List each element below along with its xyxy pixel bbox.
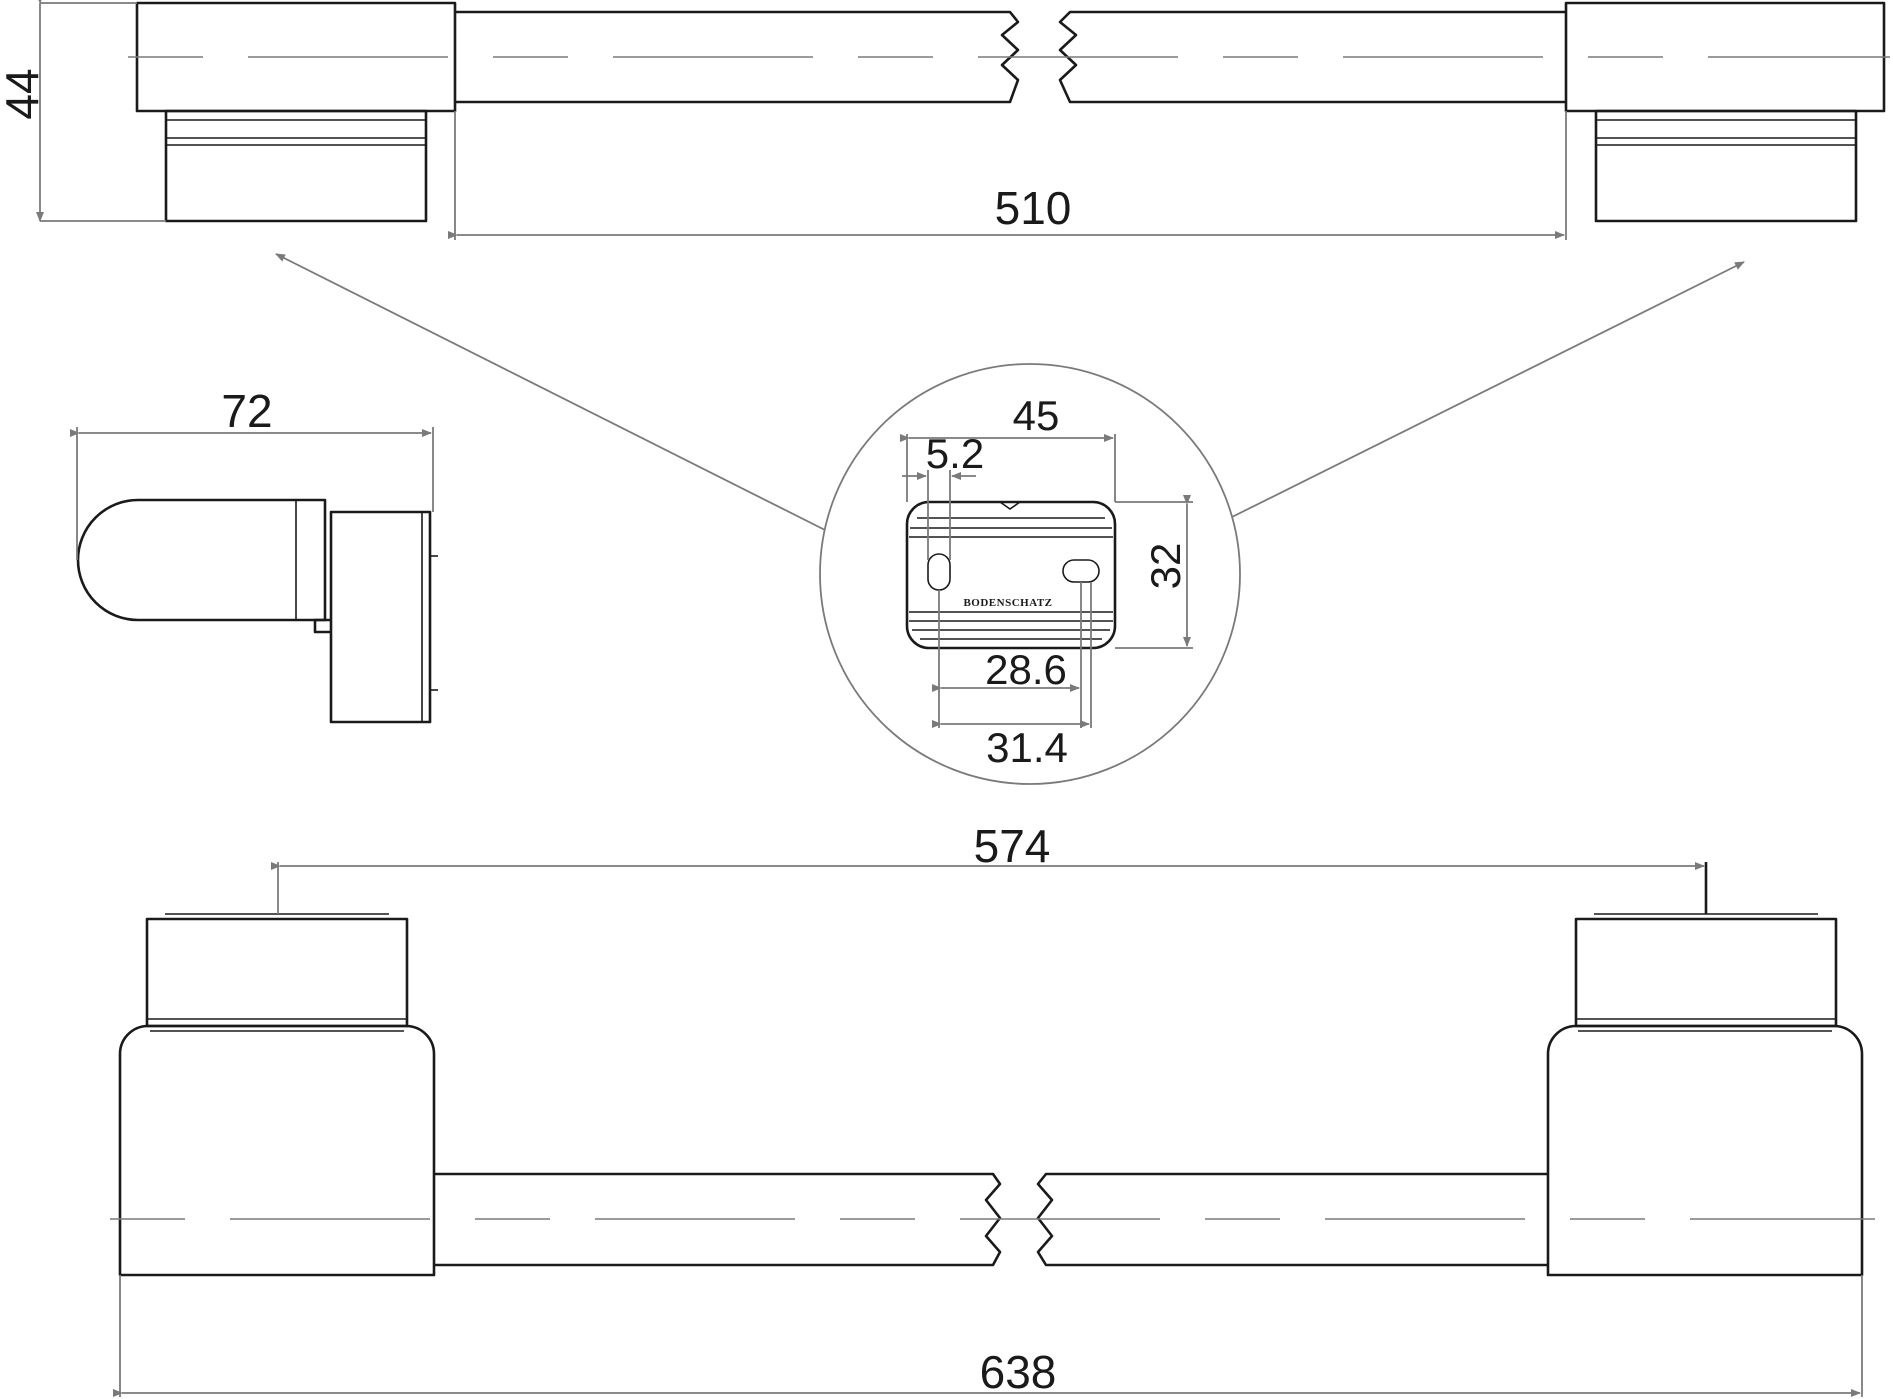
mounting-plate xyxy=(905,500,1117,650)
side-base xyxy=(329,510,432,724)
front-rail-left xyxy=(434,1172,1002,1267)
dim-depth-72: 72 xyxy=(221,385,272,437)
dim-height-44: 44 xyxy=(0,68,48,119)
detail-view: BODENSCHATZ 45 5.2 32 28.6 31.4 xyxy=(275,253,1745,785)
dim-plate-45: 45 xyxy=(1013,392,1060,439)
front-right-cap xyxy=(1574,917,1838,1028)
front-left-body xyxy=(118,1024,436,1277)
front-left-cap xyxy=(145,917,409,1028)
dim-overall-638: 638 xyxy=(980,1346,1057,1398)
front-view: 574 638 xyxy=(110,820,1875,1398)
dim-plate-32: 32 xyxy=(1142,543,1189,590)
top-right-base xyxy=(1594,109,1858,223)
front-right-body xyxy=(1546,1024,1864,1277)
mounting-hole-left xyxy=(927,553,951,591)
dim-hole-5-2: 5.2 xyxy=(926,430,984,477)
top-rail-left xyxy=(455,10,1020,104)
side-view: 72 xyxy=(70,385,438,724)
side-body xyxy=(76,498,327,622)
top-left-base xyxy=(164,109,428,223)
dim-length-510: 510 xyxy=(995,182,1072,234)
top-rail-right xyxy=(1058,10,1566,104)
dim-center-574: 574 xyxy=(974,820,1051,872)
top-view: 44 510 xyxy=(0,0,1890,240)
dim-spacing-31-4: 31.4 xyxy=(986,724,1068,771)
detail-circle xyxy=(819,363,1241,785)
mounting-hole-right xyxy=(1062,559,1100,583)
front-rail-right xyxy=(1036,1172,1548,1267)
dim-spacing-28-6: 28.6 xyxy=(985,646,1067,693)
plate-brand: BODENSCHATZ xyxy=(963,597,1052,609)
